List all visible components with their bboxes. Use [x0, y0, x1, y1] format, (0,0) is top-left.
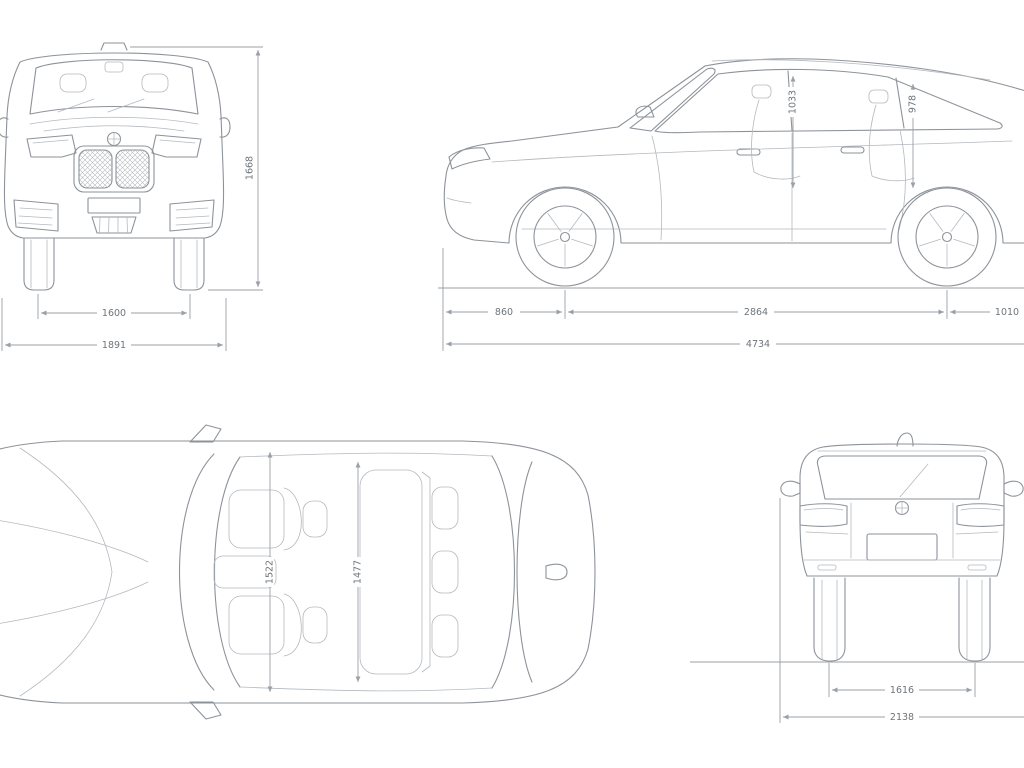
dim-plate: [905, 90, 917, 118]
rear-antenna-fin: [896, 432, 914, 447]
side-mirror: [635, 105, 655, 118]
front-antenna: [100, 42, 128, 51]
dim-plate: [350, 557, 362, 587]
rear-body-outline: [799, 443, 1005, 577]
top-roof-edges: [239, 452, 493, 692]
front-grille-surround: [73, 145, 155, 193]
dim-length-label: 4734: [746, 339, 770, 350]
side-body-outline: [443, 58, 1024, 244]
front-interior: [57, 61, 169, 113]
front-license-plate: [87, 197, 141, 214]
dim-plate: [97, 339, 131, 351]
rear-dimensions: 1616 2138: [690, 498, 1024, 723]
front-windshield: [29, 59, 199, 115]
dim-plate: [885, 684, 919, 696]
side-bumper-crease: [446, 197, 472, 204]
top-windshield: [179, 453, 241, 691]
rear-roundel-cross: [895, 501, 909, 515]
top-body-outline: [0, 440, 596, 704]
door-handle-front: [736, 148, 761, 156]
side-door-seams: [651, 129, 906, 242]
dim-headroom-front-label: 1033: [788, 90, 799, 114]
door-handle-rear: [840, 146, 865, 154]
dim-plate: [990, 306, 1024, 318]
dim-side-headroom-front: 1033: [785, 87, 799, 117]
front-headlight-detail: [32, 139, 196, 144]
brand-roundel-cross: [107, 132, 121, 146]
rear-taillight-detail: [803, 508, 1001, 511]
front-kidney-left: [78, 149, 113, 189]
rear-wheel-treads: [821, 579, 983, 660]
front-side-intake-slats: [17, 207, 211, 226]
dim-plate: [262, 557, 274, 587]
dim-plate: [785, 87, 797, 117]
rear-license-plate: [866, 533, 938, 561]
side-character-line: [491, 140, 1013, 163]
front-dimensions: 1668 1600 1891: [1, 46, 263, 351]
rear-extension-lines: [779, 498, 976, 723]
side-headlight: [448, 147, 491, 170]
front-hood-creases: [29, 116, 199, 132]
side-glasshouse: [654, 68, 1003, 134]
front-side-intakes: [13, 199, 215, 232]
dim-width-mirrors-label: 2138: [890, 712, 914, 723]
dim-rear-track-label: 1616: [890, 685, 914, 696]
side-roof-rail: [711, 59, 991, 81]
side-view: 1033 978 860 2864 1010 4734: [438, 58, 1024, 351]
dim-headroom-rear-label: 978: [908, 95, 919, 113]
dim-plate: [738, 306, 774, 318]
front-center-intake: [91, 216, 137, 234]
front-center-intake-slats: [99, 217, 128, 233]
side-dimensions: 860 2864 1010 4734: [442, 248, 1024, 351]
top-view: 1522 1477: [0, 424, 596, 720]
front-view: 1668 1600 1891: [0, 42, 263, 351]
rear-view: 1616 2138: [690, 432, 1024, 723]
dim-plate: [885, 711, 919, 723]
rear-wheels: [813, 577, 991, 662]
top-seats: [213, 469, 459, 675]
dim-front-width-label: 1891: [102, 340, 126, 351]
dim-plate: [488, 306, 520, 318]
dim-side-headroom-rear: 978: [905, 90, 919, 118]
dim-plate: [740, 338, 776, 350]
front-wheel-treads: [30, 239, 198, 289]
dim-top-interior-rear: 1477: [350, 557, 364, 587]
front-headlights: [26, 134, 202, 158]
top-mirrors: [189, 424, 222, 720]
front-kidney-right: [115, 149, 150, 189]
top-rear-window: [491, 455, 533, 689]
dim-front-height: 1668: [242, 153, 256, 183]
rear-taillights: [799, 503, 1005, 527]
side-seats: [751, 84, 915, 182]
side-windshield: [629, 67, 716, 132]
rear-reflector-left: [817, 564, 837, 571]
dim-overhang-rear-label: 1010: [995, 307, 1019, 318]
top-hood-creases: [0, 447, 149, 697]
dim-wheelbase-label: 2864: [744, 307, 768, 318]
rear-tailgate-seams: [805, 502, 999, 559]
rear-reflector-right: [967, 564, 987, 571]
side-rear-wheel: [897, 187, 997, 287]
front-mirror-left: [0, 117, 9, 138]
dim-plate: [242, 153, 254, 183]
front-mirror-right: [219, 117, 231, 138]
rear-window: [816, 455, 988, 500]
dim-front-height-label: 1668: [245, 156, 256, 180]
dim-front-track-label: 1600: [102, 308, 126, 319]
rear-mirrors: [780, 480, 1024, 497]
rear-wiper: [899, 463, 929, 498]
dim-interior-front-label: 1522: [265, 560, 276, 584]
dim-top-interior-front: 1522: [262, 557, 276, 587]
front-body-outline: [3, 52, 225, 239]
dim-plate: [97, 307, 131, 319]
side-front-wheel: [515, 187, 615, 287]
dim-interior-rear-label: 1477: [353, 560, 364, 584]
top-antenna-fin: [545, 563, 568, 581]
front-wheels: [23, 237, 205, 291]
dim-overhang-front-label: 860: [495, 307, 513, 318]
